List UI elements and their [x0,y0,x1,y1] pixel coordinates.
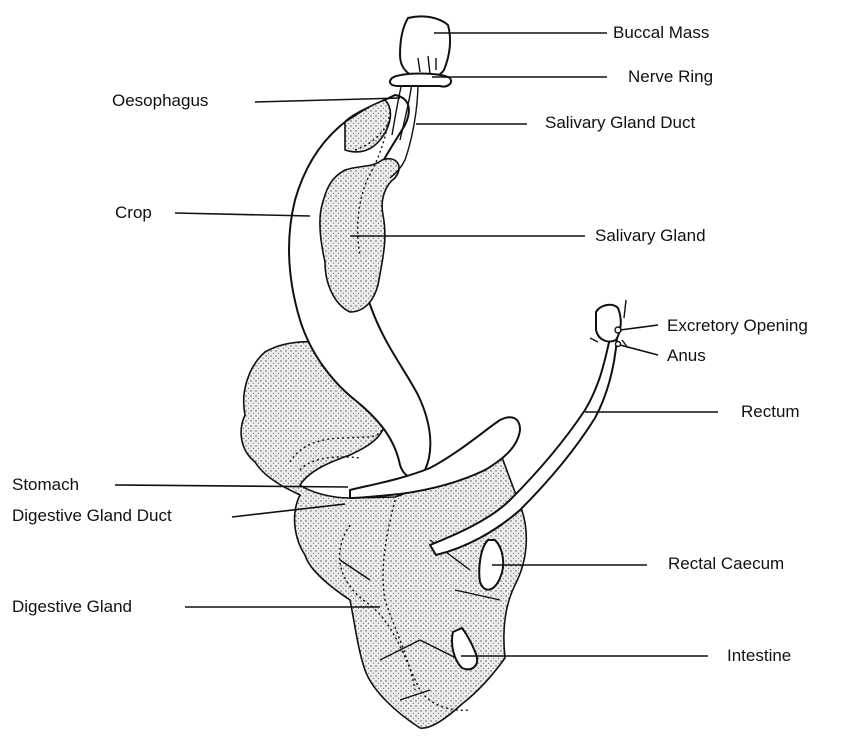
label-buccal-mass: Buccal Mass [613,23,709,43]
label-intestine: Intestine [727,646,791,666]
label-nerve-ring: Nerve Ring [628,67,713,87]
label-digestive-gland-duct: Digestive Gland Duct [12,506,172,526]
label-anus: Anus [667,346,706,366]
label-oesophagus: Oesophagus [112,91,208,111]
label-rectal-caecum: Rectal Caecum [668,554,784,574]
label-digestive-gland: Digestive Gland [12,597,132,617]
crop-leader [175,213,310,216]
excretory-opening-leader [620,325,658,330]
label-rectum: Rectum [741,402,800,422]
buccal-mass-shape [400,16,450,78]
stomach-leader [115,485,348,487]
label-stomach: Stomach [12,475,79,495]
label-crop: Crop [115,203,152,223]
label-salivary-gland: Salivary Gland [595,226,706,246]
excretory-opening-shape [596,305,621,342]
nerve-ring-shape [390,74,451,87]
label-excretory-opening: Excretory Opening [667,316,808,336]
oesophagus-leader [255,98,400,102]
label-salivary-gland-duct: Salivary Gland Duct [545,113,695,133]
anus-leader [620,345,658,355]
